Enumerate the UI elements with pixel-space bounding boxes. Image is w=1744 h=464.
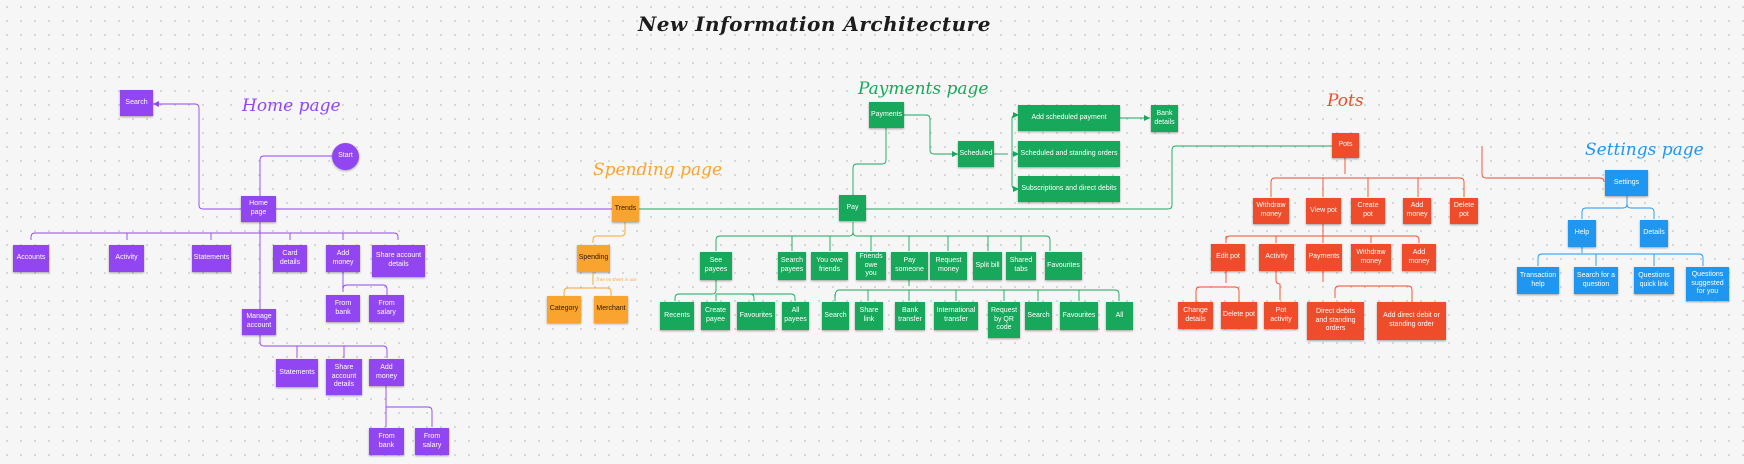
node-manage-add-money[interactable]: Add money (369, 359, 404, 386)
node-from-bank[interactable]: From bank (326, 295, 360, 322)
node-from-salary[interactable]: From salary (369, 295, 404, 322)
node-activity[interactable]: Activity (109, 245, 144, 272)
node-add-money[interactable]: Add money (1403, 198, 1431, 224)
node-manage-from-bank[interactable]: From bank (369, 428, 404, 455)
node-bank-details[interactable]: Bank details (1151, 105, 1178, 132)
node-search[interactable]: Search (120, 90, 153, 116)
node-home-page[interactable]: Home page (241, 196, 276, 222)
node-payees-favourites[interactable]: Favourites (737, 302, 775, 330)
node-you-owe-friends[interactable]: You owe friends (811, 252, 848, 280)
node-statements[interactable]: Statements (192, 245, 231, 272)
node-share-account-details[interactable]: Share account details (372, 245, 425, 277)
node-create-payee[interactable]: Create payee (701, 302, 730, 330)
node-view-withdraw-money[interactable]: Withdraw money (1351, 244, 1391, 271)
section-label-spending: Spending page (593, 160, 723, 180)
node-delete-pot[interactable]: Delete pot (1450, 198, 1478, 224)
node-scheduled-standing-orders[interactable]: Scheduled and standing orders (1018, 141, 1120, 167)
node-request-search[interactable]: Search (1025, 302, 1052, 330)
node-payments[interactable]: Payments (1306, 244, 1342, 271)
node-recents[interactable]: Recents (660, 302, 694, 330)
node-create-pot[interactable]: Create pot (1351, 198, 1385, 224)
annotation-note: Tree no sheet in use (596, 277, 637, 282)
node-request-all[interactable]: All (1106, 302, 1133, 330)
node-category[interactable]: Category (547, 296, 581, 323)
node-split-bill[interactable]: Split bill (973, 252, 1002, 280)
node-accounts[interactable]: Accounts (13, 245, 49, 272)
node-spending[interactable]: Spending (577, 245, 610, 272)
diagram-title: New Information Architecture (638, 12, 991, 36)
section-label-home: Home page (242, 96, 341, 116)
node-help[interactable]: Help (1568, 220, 1596, 247)
node-add-scheduled-payment[interactable]: Add scheduled payment (1018, 105, 1120, 131)
node-merchant[interactable]: Merchant (594, 296, 628, 323)
node-manage-statements[interactable]: Statements (276, 359, 318, 387)
node-view-add-money[interactable]: Add money (1402, 244, 1436, 271)
node-request-money[interactable]: Request money (930, 252, 967, 280)
node-start[interactable]: Start (332, 143, 359, 170)
node-add-money[interactable]: Add money (326, 245, 360, 272)
node-card-details[interactable]: Card details (273, 245, 307, 272)
node-share-link[interactable]: Share link (855, 302, 883, 330)
node-pay[interactable]: Pay (839, 195, 866, 221)
node-view-pot[interactable]: View pot (1306, 198, 1341, 224)
section-label-payments: Payments page (858, 79, 989, 99)
node-manage-account[interactable]: Manage account (242, 309, 276, 335)
node-pots[interactable]: Pots (1332, 133, 1359, 158)
node-transaction-help[interactable]: Transaction help (1517, 267, 1559, 294)
node-search-for-a-question[interactable]: Search for a question (1574, 267, 1618, 294)
node-pay-someone[interactable]: Pay someone (891, 252, 928, 280)
node-activity[interactable]: Activity (1259, 244, 1294, 271)
node-all-payees[interactable]: All payees (782, 302, 809, 330)
node-manage-share-account-details[interactable]: Share account details (326, 359, 362, 395)
node-request-by-qr-code[interactable]: Request by QR code (988, 302, 1020, 338)
node-questions-quick-link[interactable]: Questions quick link (1634, 267, 1674, 294)
node-shared-tabs[interactable]: Shared tabs (1006, 252, 1036, 280)
node-edit-delete-pot[interactable]: Delete pot (1221, 302, 1257, 329)
node-payments[interactable]: Payments (869, 102, 904, 128)
node-manage-from-salary[interactable]: From salary (415, 428, 449, 455)
node-trends[interactable]: Trends (612, 196, 639, 222)
node-request-favourites[interactable]: Favourites (1060, 302, 1098, 330)
node-direct-debits-standing-orders[interactable]: Direct debits and standing orders (1307, 302, 1364, 340)
node-search[interactable]: Search (822, 302, 849, 330)
node-favourites[interactable]: Favourites (1045, 252, 1082, 280)
node-see-payees[interactable]: See payees (700, 252, 732, 280)
node-change-details[interactable]: Change details (1178, 302, 1213, 329)
node-edit-pot[interactable]: Edit pot (1211, 244, 1245, 271)
section-label-pots: Pots (1327, 91, 1364, 111)
node-friends-owe-you[interactable]: Friends owe you (856, 252, 886, 280)
node-pot-activity[interactable]: Pot activity (1264, 302, 1298, 329)
node-withdraw-money[interactable]: Withdraw money (1253, 198, 1289, 224)
node-scheduled[interactable]: Scheduled (958, 141, 994, 167)
section-label-settings: Settings page (1585, 140, 1704, 160)
node-settings[interactable]: Settings (1605, 170, 1648, 196)
node-subscriptions-direct-debits[interactable]: Subscriptions and direct debits (1018, 176, 1120, 202)
node-bank-transfer[interactable]: Bank transfer (895, 302, 925, 330)
node-add-direct-debit[interactable]: Add direct debit or standing order (1377, 302, 1446, 340)
node-search-payees[interactable]: Search payees (778, 252, 806, 280)
node-international-transfer[interactable]: International transfer (934, 302, 978, 330)
node-details[interactable]: Details (1640, 220, 1668, 247)
node-questions-suggested[interactable]: Questions suggested for you (1686, 267, 1729, 301)
